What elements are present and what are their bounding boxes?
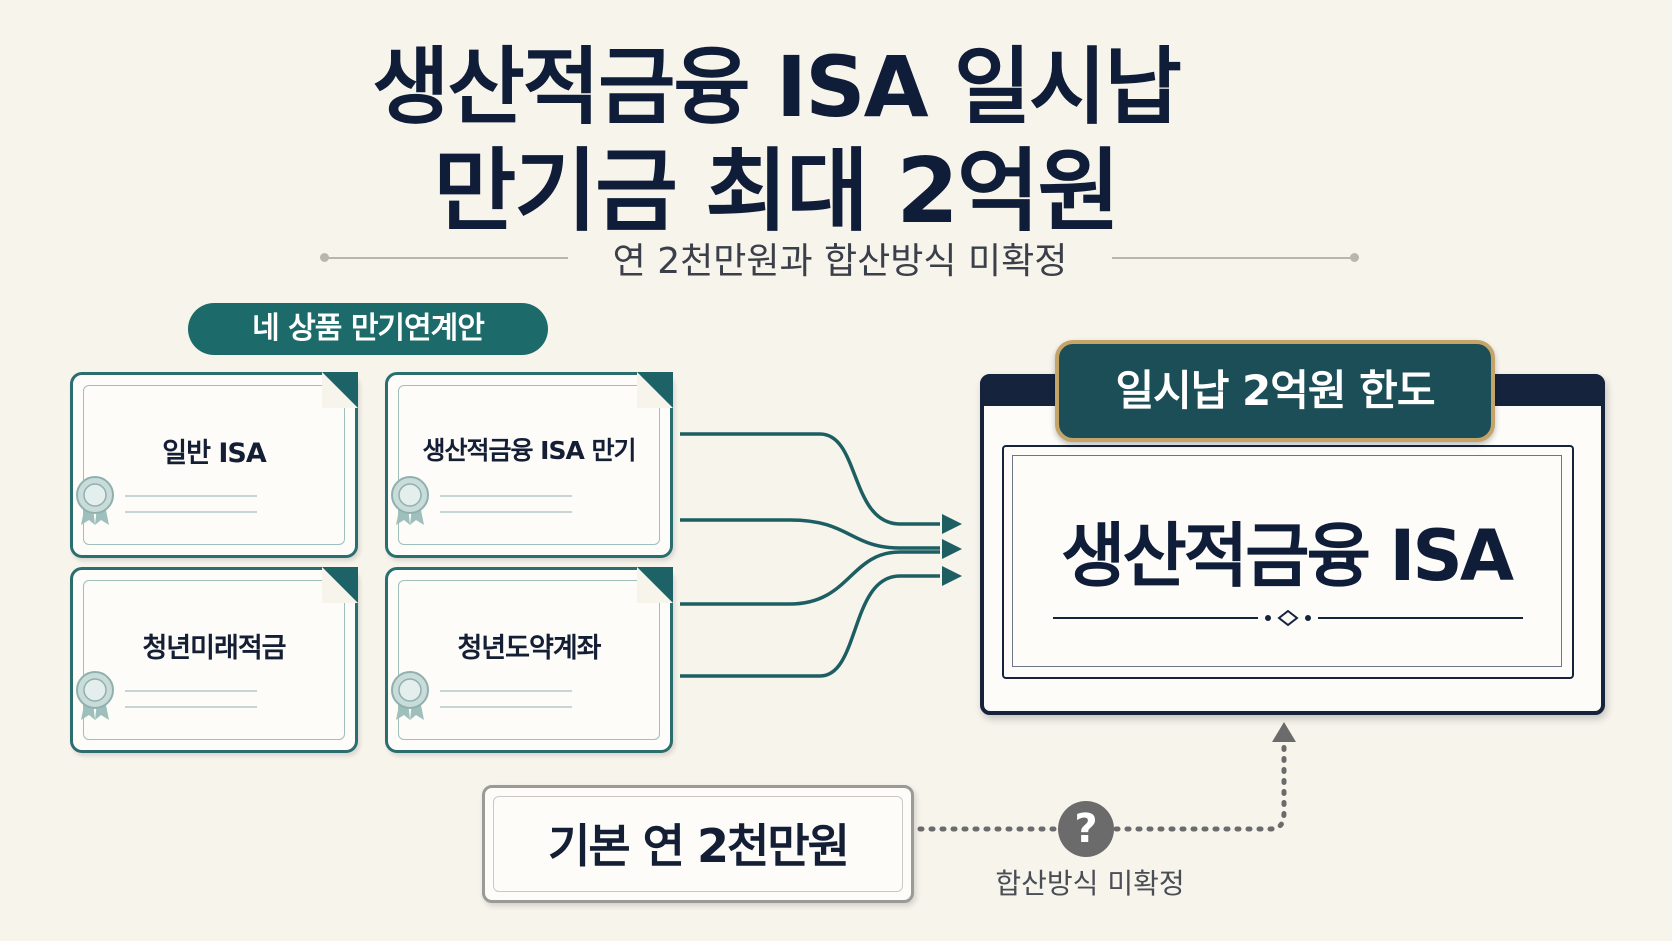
arrowhead-2 [942, 539, 962, 559]
subtitle: 연 2천만원과 합산방식 미확정 [612, 241, 1068, 282]
undecided-label: 합산방식 미확정 [995, 867, 1185, 900]
connector-4 [680, 574, 940, 678]
ornament-rule [1053, 609, 1523, 627]
limit-banner: 일시납 2억원 한도 [1055, 340, 1495, 442]
card-label: 청년도약계좌 [457, 633, 601, 664]
main-title-line2: 만기금 최대 2억원 [433, 139, 1121, 244]
seal-icon [391, 671, 429, 720]
target-inner-frame [1002, 445, 1574, 679]
seal-icon [76, 671, 114, 720]
main-title-line1: 생산적금융 ISA 일시납 [372, 38, 1182, 136]
target-label: 생산적금융 ISA [1060, 515, 1514, 597]
question-icon: ? [1058, 801, 1114, 857]
card-label: 일반 ISA [162, 438, 266, 469]
connector-2 [680, 518, 940, 550]
base-amount-box [482, 785, 914, 903]
seal-icon [391, 476, 429, 525]
source-card-youth-future: 청년미래적금 [70, 567, 358, 753]
seal-icon [76, 476, 114, 525]
connector-3 [680, 550, 940, 606]
arrowhead-1 [942, 514, 962, 534]
base-amount-label: 기본 연 2천만원 [548, 819, 850, 873]
folded-corner [322, 372, 358, 408]
right-rule [1112, 257, 1352, 259]
group-label-pill: 네 상품 만기연계안 [188, 303, 548, 355]
rule-dot [1350, 253, 1359, 262]
source-card-general-isa: 일반 ISA [70, 372, 358, 558]
rule-dot [320, 253, 329, 262]
left-rule [328, 257, 568, 259]
folded-corner [637, 567, 673, 603]
folded-corner [637, 372, 673, 408]
source-card-productive-isa: 생산적금융 ISA 만기 [385, 372, 673, 558]
subtitle-row: 연 2천만원과 합산방식 미확정 [320, 232, 1360, 282]
up-arrowhead [1272, 722, 1296, 742]
arrowhead-3 [942, 566, 962, 586]
folded-corner [322, 567, 358, 603]
card-label: 청년미래적금 [142, 633, 286, 664]
source-card-youth-leap: 청년도약계좌 [385, 567, 673, 753]
connector-1 [680, 432, 940, 526]
card-label: 생산적금융 ISA 만기 [422, 436, 636, 465]
target-inner-frame-2 [1012, 455, 1562, 667]
undecided-dotted-line-2 [1113, 739, 1287, 832]
